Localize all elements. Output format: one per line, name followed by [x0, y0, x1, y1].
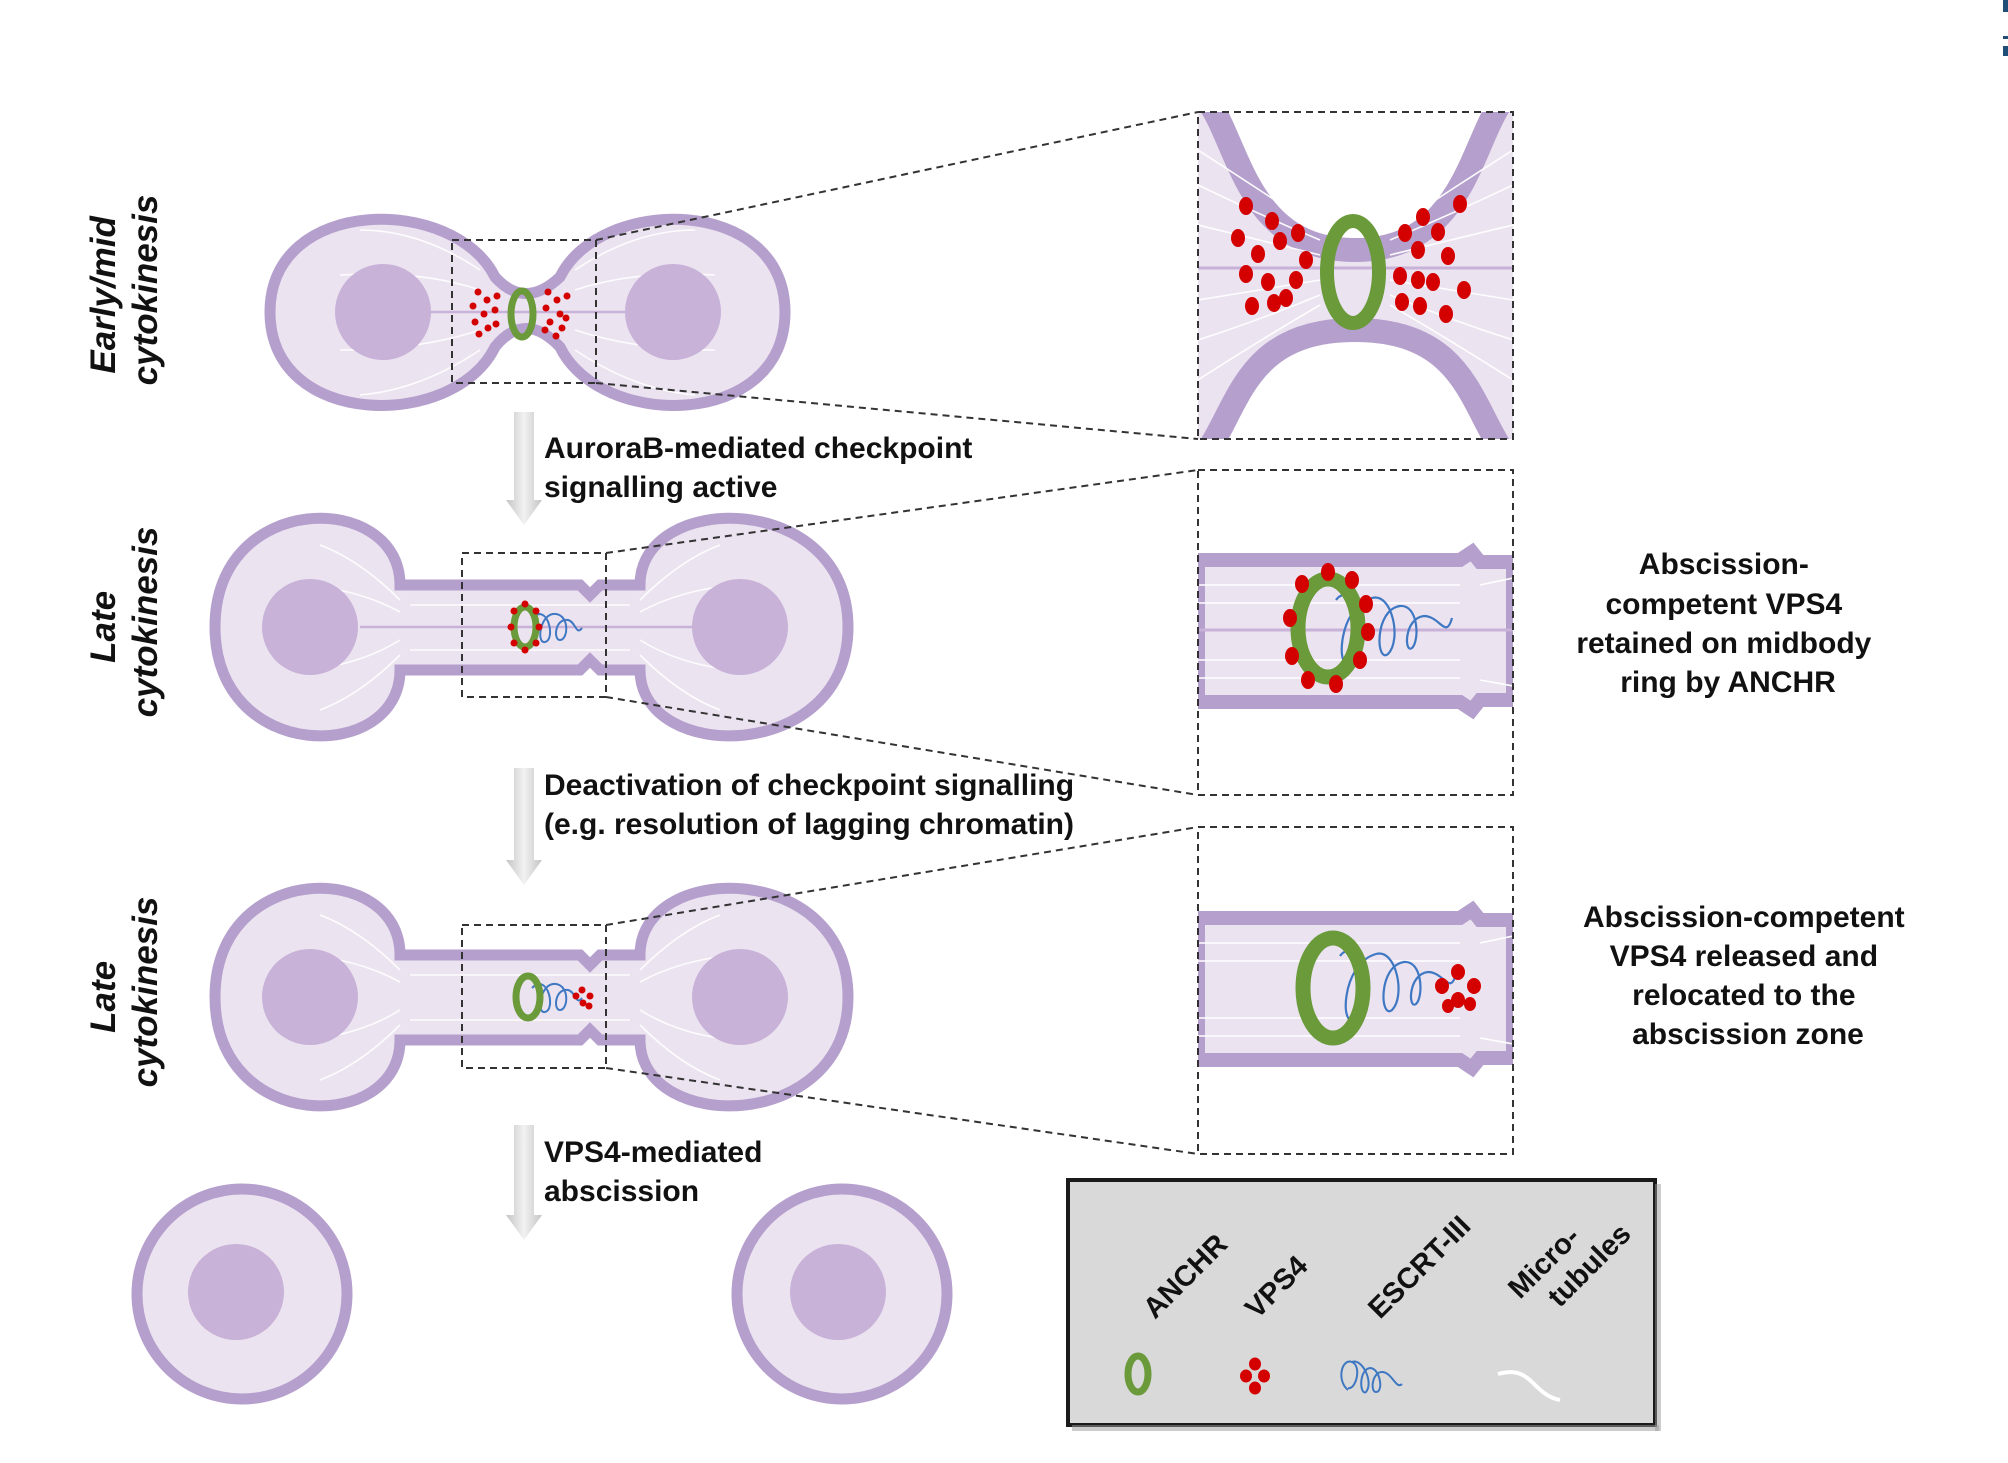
note-line: retained on midbody — [1576, 627, 1871, 660]
note-line: abscission zone — [1632, 1018, 1864, 1051]
right-nucleus — [692, 949, 788, 1045]
left-nucleus — [262, 579, 358, 675]
legend-microtubule-icon — [1497, 1370, 1561, 1402]
anchr-midbody-ring — [1295, 930, 1371, 1046]
stage-label-line: cytokinesis — [126, 897, 165, 1088]
note-vps4-released: Abscission-competent VPS4 released and r… — [1583, 901, 1913, 1051]
stage-label-line: cytokinesis — [126, 195, 165, 386]
step-caption-line: signalling active — [544, 471, 777, 504]
step-caption-3: VPS4-mediated abscission — [544, 1136, 771, 1208]
right-nucleus — [692, 579, 788, 675]
early-cytokinesis-cell — [264, 213, 791, 411]
zoom-panel-early — [1197, 111, 1514, 440]
zoom-panel-retained — [1197, 469, 1514, 796]
zoom-panel-released — [1197, 826, 1514, 1155]
vps4-dots — [1231, 195, 1471, 323]
note-line: competent VPS4 — [1605, 588, 1842, 621]
anchr-midbody-ring — [512, 972, 544, 1022]
arrow-step-2 — [506, 768, 542, 885]
note-line: relocated to the — [1632, 979, 1855, 1012]
step-caption-1: AuroraB-mediated checkpoint signalling a… — [544, 432, 981, 504]
right-daughter-nucleus — [790, 1244, 886, 1340]
note-line: Abscission- — [1639, 548, 1809, 581]
step-caption-line: VPS4-mediated — [544, 1136, 762, 1169]
vps4-dots — [572, 986, 594, 1010]
left-nucleus — [335, 264, 431, 360]
anchr-midbody-ring — [1320, 214, 1386, 330]
right-nucleus — [625, 264, 721, 360]
arrow-step-3 — [506, 1125, 542, 1240]
stage-label-line: Late — [84, 961, 123, 1033]
vps4-dots — [1435, 964, 1481, 1013]
zoom-selection-1 — [451, 239, 597, 384]
step-caption-line: abscission — [544, 1175, 699, 1208]
stage-label-early: Early/mid cytokinesis — [84, 195, 165, 386]
arrow-step-1 — [506, 412, 542, 525]
legend-anchr-ring-icon — [1124, 1352, 1152, 1396]
step-caption-line: AuroraB-mediated checkpoint — [544, 432, 972, 465]
edge-marks — [2003, 0, 2008, 56]
stage-label-late-2: Late cytokinesis — [84, 897, 165, 1088]
step-caption-line: Deactivation of checkpoint signalling — [544, 769, 1074, 802]
stage-label-line: Early/mid — [84, 215, 123, 373]
stage-label-late-1: Late cytokinesis — [84, 527, 165, 718]
late-cytokinesis-cell-retained — [209, 512, 854, 742]
vps4-dots — [469, 288, 571, 340]
step-caption-2: Deactivation of checkpoint signalling (e… — [544, 769, 1082, 841]
zoom-selection-3 — [461, 924, 607, 1069]
anchr-midbody-ring — [507, 287, 537, 341]
escrt-iii-helix — [531, 983, 583, 1013]
step-caption-line: (e.g. resolution of lagging chromatin) — [544, 808, 1074, 841]
left-nucleus — [262, 949, 358, 1045]
vps4-dots — [507, 600, 543, 654]
stage-label-line: Late — [84, 591, 123, 663]
escrt-iii-helix — [531, 613, 583, 643]
daughter-cells — [131, 1183, 953, 1405]
progression-arrows — [506, 412, 542, 1240]
legend-box: ANCHR VPS4 ESCRT-III Micro- tubules — [1066, 1178, 1661, 1431]
left-daughter-nucleus — [188, 1244, 284, 1340]
late-cytokinesis-cell-released — [209, 882, 854, 1112]
note-line: ring by ANCHR — [1620, 666, 1836, 699]
dividing-cell-membrane — [209, 882, 854, 1112]
legend-vps4-dots-icon — [1240, 1357, 1270, 1395]
zoom-guides — [451, 111, 1199, 1155]
note-line: Abscission-competent — [1583, 901, 1905, 934]
note-vps4-retained: Abscission- competent VPS4 retained on m… — [1576, 548, 1879, 699]
legend-escrt-iii-helix-icon — [1340, 1360, 1403, 1394]
note-line: VPS4 released and — [1610, 940, 1878, 973]
zoom-selection-2 — [461, 552, 607, 698]
stage-label-line: cytokinesis — [126, 527, 165, 718]
vps4-dots — [1283, 563, 1375, 693]
